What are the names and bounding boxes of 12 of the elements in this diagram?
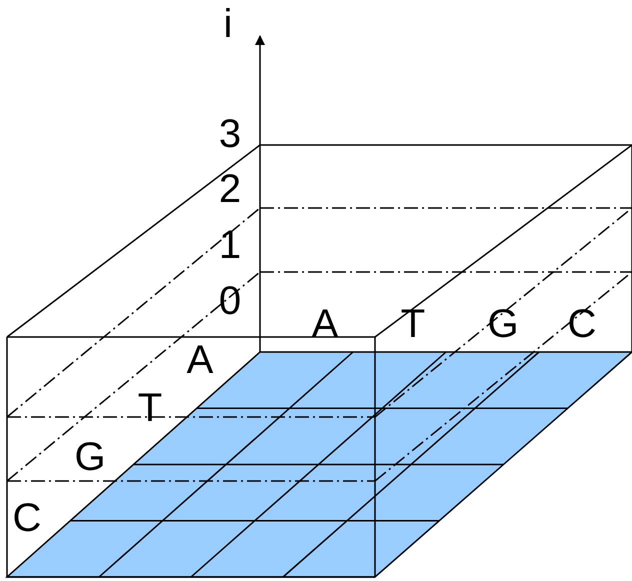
column-label: G <box>487 304 519 344</box>
axis-label: i <box>224 4 232 44</box>
column-label: T <box>400 304 426 344</box>
tick-label: 0 <box>218 281 242 321</box>
tick-label: 2 <box>218 169 242 209</box>
tick-label: 3 <box>218 114 242 154</box>
column-label: A <box>312 304 338 344</box>
row-label: A <box>186 340 214 380</box>
column-label: C <box>568 304 596 344</box>
row-label: C <box>12 498 42 538</box>
tick-label: 1 <box>218 225 242 265</box>
row-label: G <box>74 437 106 477</box>
